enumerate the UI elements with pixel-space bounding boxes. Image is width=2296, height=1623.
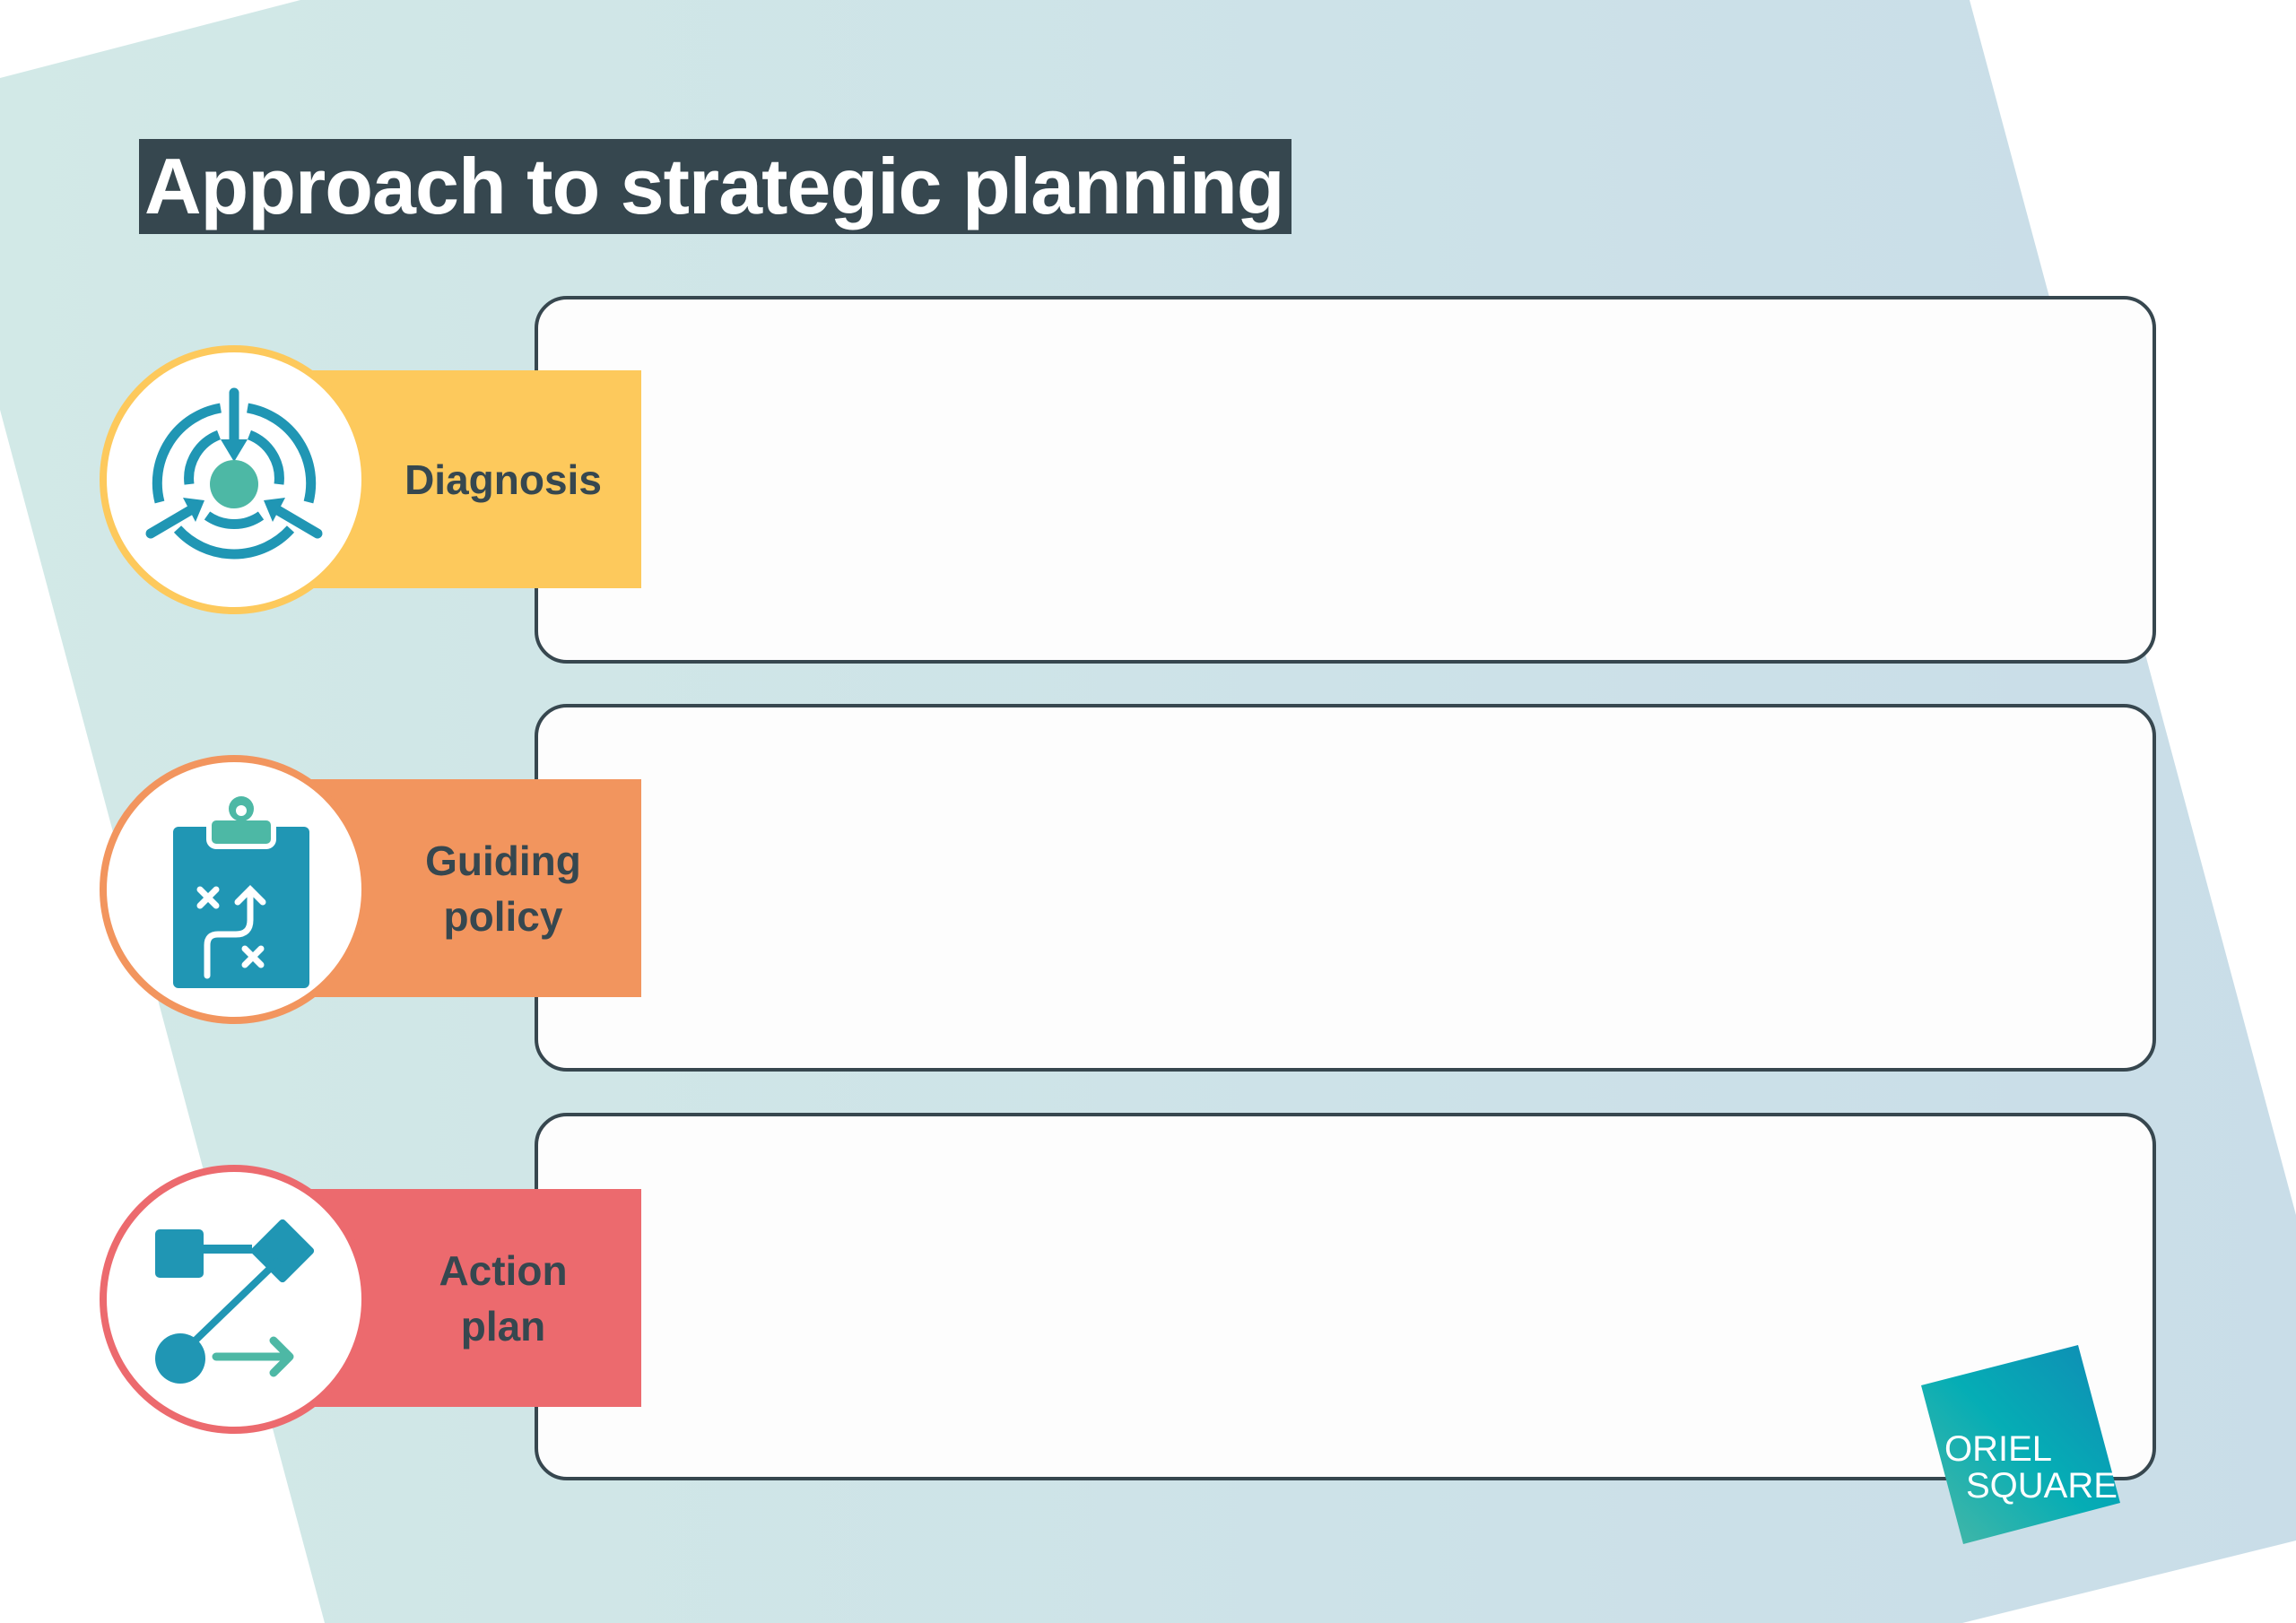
step-icon-circle xyxy=(100,755,369,1024)
action-plan-content-box[interactable] xyxy=(535,1113,2156,1480)
step-label-text: Action plan xyxy=(439,1246,568,1350)
target-arrows-icon xyxy=(145,387,323,560)
step-label-action-plan: Action plan xyxy=(293,1189,641,1407)
oriel-square-logo: ORIEL SQUARE xyxy=(1921,1345,2120,1544)
step-label-text: Diagnosis xyxy=(404,456,602,503)
logo-line1: ORIEL xyxy=(1944,1429,2052,1469)
diagnosis-content-box[interactable] xyxy=(535,296,2156,664)
step-icon-circle xyxy=(100,345,369,614)
logo-line2: SQUARE xyxy=(1966,1466,2118,1506)
step-icon-circle xyxy=(100,1165,369,1434)
flowchart-icon xyxy=(155,1219,315,1384)
clipboard-strategy-icon xyxy=(173,796,309,988)
step-label-text: Guiding policy xyxy=(425,837,581,940)
page-title: Approach to strategic planning xyxy=(139,139,1292,234)
guiding-policy-content-box[interactable] xyxy=(535,704,2156,1072)
